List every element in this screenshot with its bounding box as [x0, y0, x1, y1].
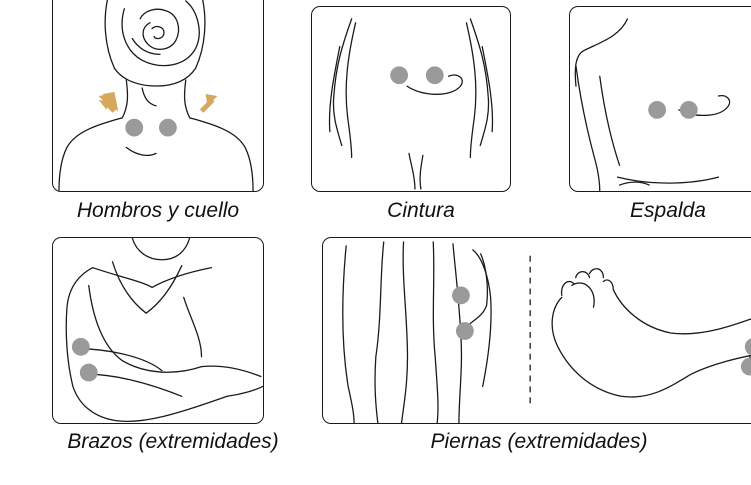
- caption-legs: Piernas (extremidades): [430, 430, 648, 453]
- electrode-pad: [158, 118, 177, 137]
- electrode-pad: [740, 357, 751, 376]
- caption-back: Espalda: [630, 199, 706, 222]
- electrode-pad: [425, 66, 444, 85]
- electrode-pad: [452, 286, 470, 305]
- neck-shoulders-illustration: [58, 0, 254, 191]
- panel-back: [569, 6, 751, 192]
- legs-illustration: [342, 241, 751, 423]
- panel-legs: [322, 237, 751, 424]
- waist-illustration: [328, 18, 494, 190]
- arms-illustration: [65, 238, 263, 423]
- caption-waist: Cintura: [387, 199, 455, 222]
- caption-arms: Brazos (extremidades): [67, 430, 279, 453]
- back-illustration: [574, 18, 731, 191]
- panel-arms: [52, 237, 264, 424]
- electrode-pad: [744, 338, 751, 356]
- panel-neck-shoulders: [52, 0, 264, 192]
- electrode-pad: [125, 118, 144, 137]
- electrode-pad: [455, 322, 474, 340]
- panel-waist: [311, 6, 511, 192]
- electrode-pad: [390, 66, 409, 85]
- electrode-pad: [648, 100, 667, 119]
- arrow-up-left-icon: [98, 91, 119, 113]
- arrow-up-right-icon: [199, 93, 218, 113]
- electrode-pad: [79, 363, 98, 382]
- electrode-pad: [71, 337, 90, 356]
- caption-neck-shoulders: Hombros y cuello: [76, 199, 240, 222]
- electrode-pad: [679, 100, 698, 119]
